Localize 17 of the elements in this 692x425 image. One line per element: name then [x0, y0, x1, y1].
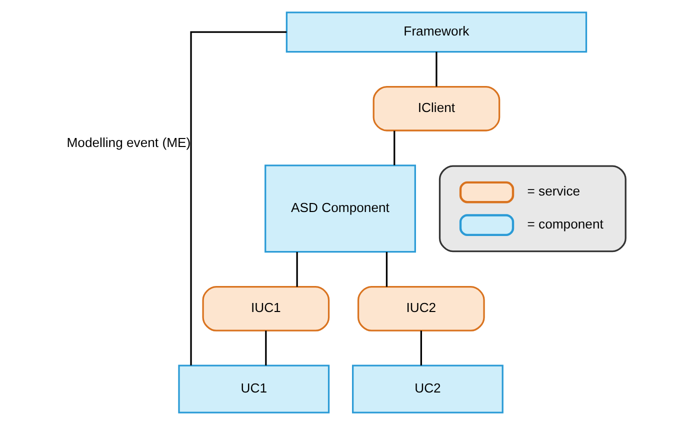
edge-label: Modelling event (ME) [66, 135, 191, 150]
node-box: UC1 [178, 364, 330, 414]
node-box: UC2 [352, 364, 504, 414]
node-box: Framework [286, 12, 588, 53]
node-box: IClient [372, 86, 500, 132]
connector [296, 252, 298, 287]
legend-label: = service [527, 184, 580, 199]
connector [386, 252, 388, 287]
node-box: ASD Component [264, 164, 416, 253]
node-box: IUC1 [202, 286, 330, 332]
connector [265, 330, 267, 366]
connector [394, 130, 396, 166]
connector [420, 330, 422, 366]
connector [436, 52, 438, 87]
node-box: IUC2 [357, 286, 485, 332]
legend-label: = component [527, 216, 604, 232]
connector [190, 31, 287, 366]
